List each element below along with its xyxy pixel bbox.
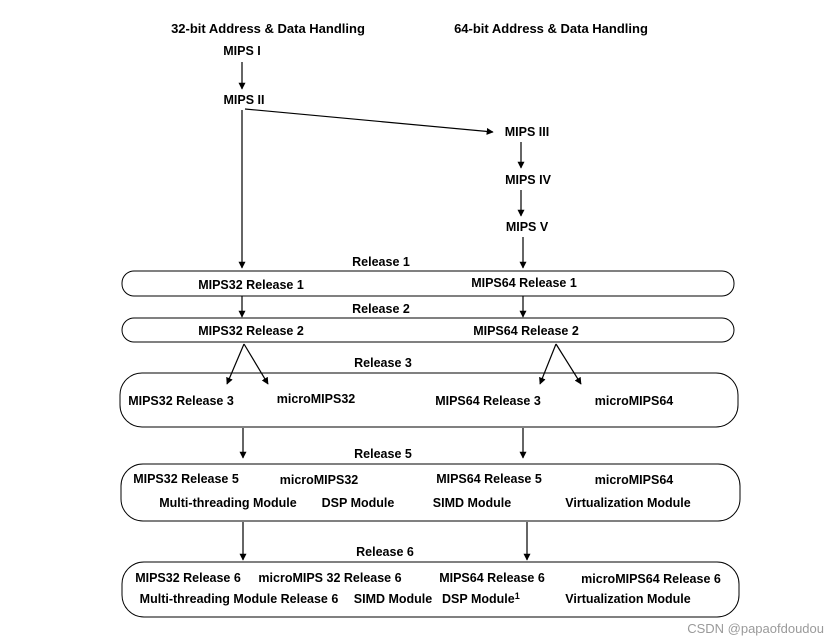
- mips64-release-5: MIPS64 Release 5: [436, 472, 542, 486]
- release-3-box: [119, 372, 739, 428]
- dsp-module-footnote-marker: 1: [515, 591, 520, 601]
- micromips64-release-3: microMIPS64: [595, 394, 674, 408]
- release-1-title: Release 1: [352, 255, 410, 269]
- mips64-release-1: MIPS64 Release 1: [471, 276, 577, 290]
- dsp-module-release-6: DSP Module1: [442, 591, 520, 606]
- release-1-box: [121, 270, 735, 297]
- mips32-release-2: MIPS32 Release 2: [198, 324, 304, 338]
- mips-iv-label: MIPS IV: [505, 173, 552, 187]
- multithreading-module-release-6: Multi-threading Module Release 6: [140, 592, 339, 606]
- virtualization-module-release-6: Virtualization Module: [565, 592, 691, 606]
- simd-module-release-5: SIMD Module: [433, 496, 512, 510]
- mips32-release-5: MIPS32 Release 5: [133, 472, 239, 486]
- mips-iii-label: MIPS III: [505, 125, 549, 139]
- mips-i-label: MIPS I: [223, 44, 261, 58]
- mips64-release-6: MIPS64 Release 6: [439, 571, 545, 585]
- micromips32-release-5: microMIPS32: [280, 473, 359, 487]
- mips-v-label: MIPS V: [506, 220, 549, 234]
- dsp-module-release-6-label: DSP Module: [442, 592, 515, 606]
- micromips32-release-6: microMIPS 32 Release 6: [258, 571, 401, 585]
- header-64bit: 64-bit Address & Data Handling: [454, 21, 648, 36]
- multithreading-module-release-5: Multi-threading Module: [159, 496, 297, 510]
- release-2-box: [121, 317, 735, 343]
- release-2-title: Release 2: [352, 302, 410, 316]
- mips32-release-3: MIPS32 Release 3: [128, 394, 234, 408]
- arrow-r2-to-micromips64: [555, 343, 582, 385]
- release-5-box: [120, 463, 741, 522]
- release-5-title: Release 5: [354, 447, 412, 461]
- header-32bit: 32-bit Address & Data Handling: [171, 21, 365, 36]
- micromips64-release-6: microMIPS64 Release 6: [581, 572, 721, 586]
- mips64-release-2: MIPS64 Release 2: [473, 324, 579, 338]
- arrow-r2-to-mips32r3: [226, 343, 245, 385]
- micromips64-release-5: microMIPS64: [595, 473, 674, 487]
- release-6-box: [121, 561, 740, 618]
- dsp-module-release-5: DSP Module: [322, 496, 395, 510]
- mips64-release-3: MIPS64 Release 3: [435, 394, 541, 408]
- mips-ii-label: MIPS II: [224, 93, 265, 107]
- arrow-mips2-to-mips3: [244, 108, 494, 135]
- release-6-title: Release 6: [356, 545, 414, 559]
- simd-module-release-6: SIMD Module: [354, 592, 433, 606]
- arrow-r2-to-micromips32: [243, 343, 269, 385]
- mips32-release-1: MIPS32 Release 1: [198, 278, 304, 292]
- micromips32-release-3: microMIPS32: [277, 392, 356, 406]
- virtualization-module-release-5: Virtualization Module: [565, 496, 691, 510]
- mips32-release-6: MIPS32 Release 6: [135, 571, 241, 585]
- arrow-r2-to-mips64r3: [539, 343, 557, 385]
- csdn-watermark: CSDN @papaofdoudou: [687, 621, 824, 636]
- release-3-title: Release 3: [354, 356, 412, 370]
